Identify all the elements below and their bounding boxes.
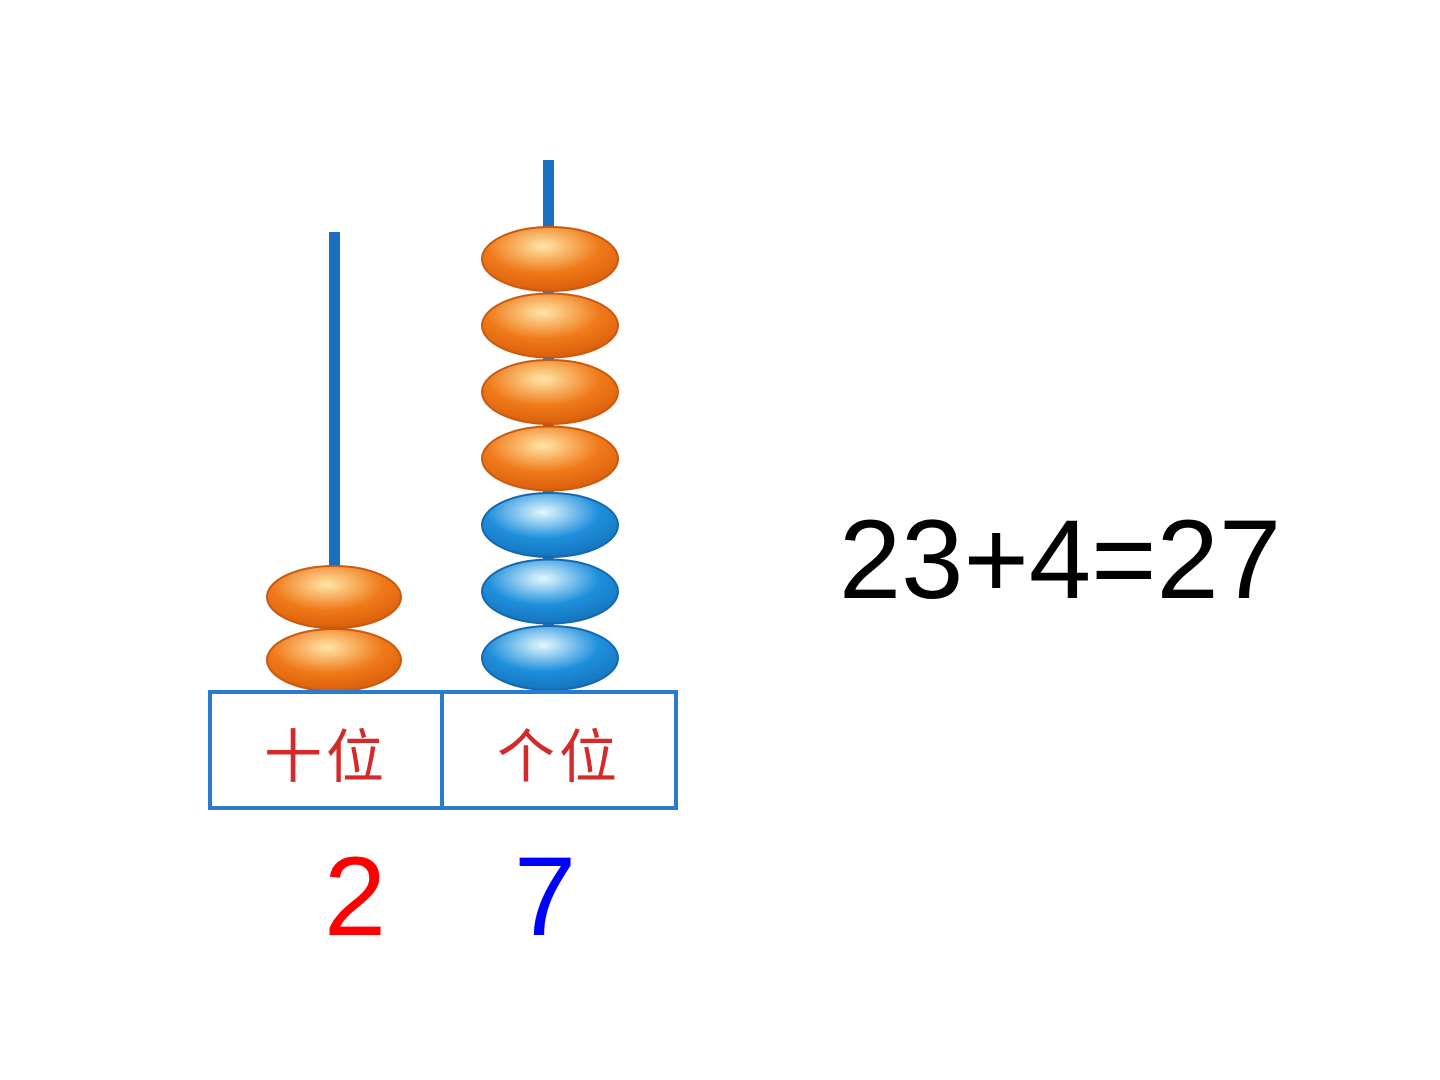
orange-bead (481, 425, 619, 492)
orange-bead (481, 292, 619, 359)
blue-bead (481, 492, 619, 558)
orange-bead (266, 565, 402, 629)
label-box-tens (208, 690, 444, 810)
ones-digit: 7 (513, 834, 577, 959)
orange-bead (481, 359, 619, 425)
tens-place-label: 十位 (263, 723, 388, 791)
blue-bead (481, 625, 619, 691)
orange-bead (266, 628, 402, 692)
bead-stack-tens (266, 565, 402, 692)
rod-tens (329, 232, 340, 694)
tens-digit: 2 (323, 834, 387, 959)
orange-bead (481, 226, 619, 292)
label-box-ones (440, 690, 678, 810)
ones-place-label: 个位 (496, 723, 621, 791)
blue-bead (481, 558, 619, 625)
equation: 23+4=27 (838, 497, 1282, 622)
bead-stack-ones (481, 226, 619, 691)
